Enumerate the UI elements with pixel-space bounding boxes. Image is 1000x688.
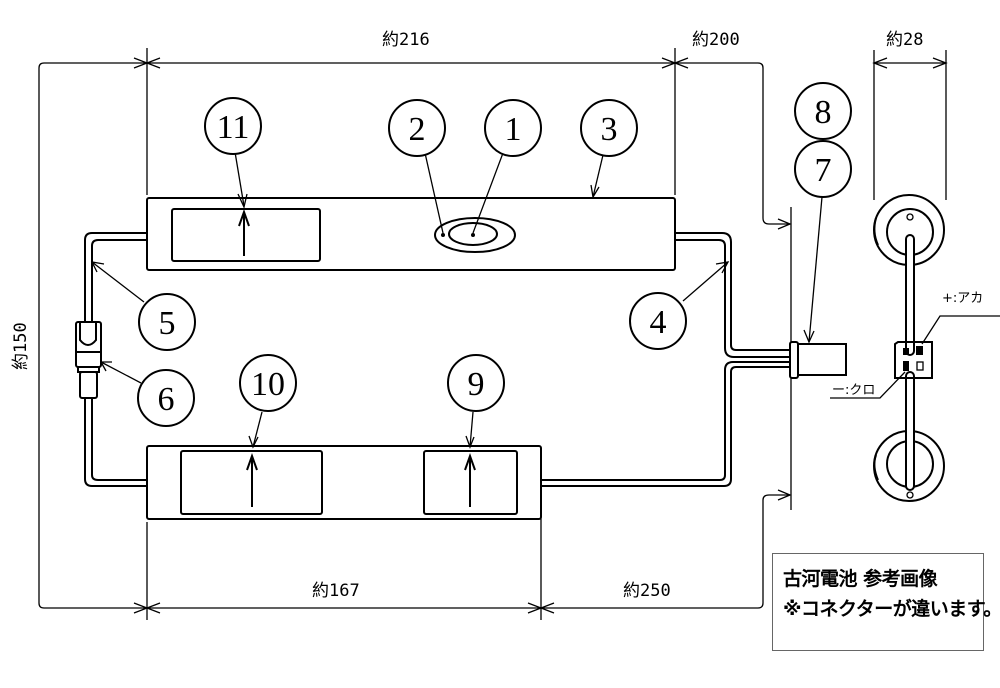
- callout-4: 4: [629, 292, 687, 350]
- polarity-arrow-icon: [246, 453, 258, 471]
- battery-side-view: 約28 +:アカ ー:クロ: [830, 30, 1000, 502]
- dim-label-250: 約250: [623, 581, 671, 601]
- battery-stick-bottom: [146, 445, 542, 520]
- dim-label-150: 約150: [11, 322, 31, 370]
- svg-text:9: 9: [468, 366, 485, 403]
- svg-text:8: 8: [815, 94, 832, 131]
- svg-text:5: 5: [159, 305, 176, 342]
- polarity-arrow-icon: [464, 453, 476, 471]
- callout-1: 1: [484, 99, 542, 157]
- vent-outer: [434, 217, 516, 253]
- cell-label-10: [180, 450, 323, 515]
- reference-note-box: 古河電池 参考画像 ※コネクターが違います。: [772, 553, 1000, 651]
- vent-inner: [448, 222, 498, 246]
- callout-5: 5: [138, 293, 196, 351]
- dimension-bottom-167: 約167: [145, 490, 555, 620]
- svg-text:10: 10: [251, 366, 285, 403]
- callout-3: 3: [580, 99, 638, 157]
- svg-text:11: 11: [217, 109, 250, 146]
- callout-6: 6: [137, 369, 195, 427]
- thermal-fuse: [75, 321, 102, 399]
- svg-text:7: 7: [815, 152, 832, 189]
- dimension-wire-200: 約200: [675, 30, 792, 230]
- callout-9: 9: [447, 354, 505, 412]
- polarity-arrow-icon: [238, 209, 250, 227]
- plus-red-label: +:アカ: [942, 291, 983, 306]
- svg-text:4: 4: [650, 304, 667, 341]
- battery-stick-top: [146, 197, 676, 271]
- svg-text:6: 6: [158, 381, 175, 418]
- minus-black-label: ー:クロ: [832, 383, 875, 398]
- wire-right: [541, 232, 790, 487]
- note-line-1: 古河電池 参考画像: [783, 568, 938, 590]
- dimension-wire-250: 約250: [541, 489, 792, 609]
- dim-label-28: 約28: [886, 30, 923, 50]
- callout-7: 7: [794, 140, 852, 198]
- dim-label-216: 約216: [382, 30, 430, 50]
- callout-8: 8: [794, 82, 852, 140]
- dim-label-167: 約167: [312, 581, 360, 601]
- cell-label-11: [171, 208, 321, 262]
- dim-label-200: 約200: [692, 30, 740, 50]
- svg-text:3: 3: [601, 111, 618, 148]
- callout-2: 2: [388, 99, 446, 157]
- wire-left: [84, 232, 147, 487]
- svg-text:2: 2: [409, 111, 426, 148]
- cell-label-9: [423, 450, 518, 515]
- connector-plug: [789, 341, 847, 379]
- svg-text:1: 1: [505, 111, 522, 148]
- note-line-2: ※コネクターが違います。: [783, 598, 1000, 620]
- dimension-top-216: 約216: [145, 30, 689, 195]
- callout-10: 10: [239, 354, 297, 412]
- callout-11: 11: [204, 97, 262, 155]
